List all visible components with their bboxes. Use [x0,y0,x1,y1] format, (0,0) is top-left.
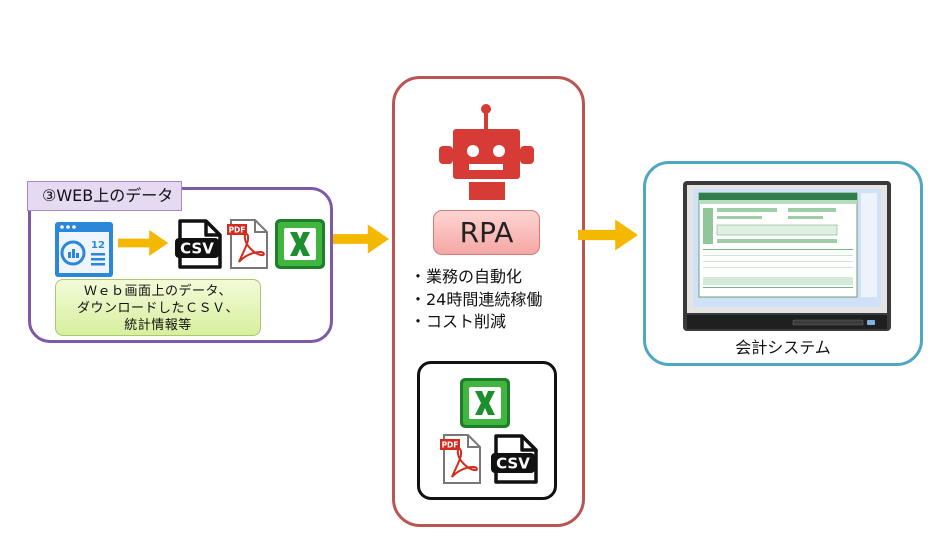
arrow-right-icon [118,228,170,258]
robot-icon [433,103,540,206]
csv-file-icon [174,218,224,270]
pdf-file-icon [227,218,269,270]
arrow-right-icon [578,217,640,253]
web-data-title: ③WEB上のデータ [27,181,182,211]
csv-file-icon [490,433,540,485]
arrow-right-icon [333,222,391,256]
excel-file-icon [274,218,326,270]
rpa-label: RPA [433,210,540,255]
rpa-feature-item: ・業務の自動化 [410,267,523,286]
web-data-description: Ｗｅｂ画面上のデータ、 ダウンロードしたＣＳＶ、 統計情報等 [55,279,261,336]
rpa-feature-item: ・コスト削減 [410,312,507,331]
accounting-system-label: 会計システム [735,338,831,357]
excel-file-icon [459,377,511,429]
rpa-feature-list: ・業務の自動化 ・24時間連続稼働 ・コスト削減 [410,266,580,334]
pdf-file-icon [440,433,482,485]
monitor-icon [683,181,891,333]
rpa-feature-item: ・24時間連続稼働 [410,289,543,309]
svg-text:12: 12 [91,240,105,251]
web-dashboard-icon: 12 [55,222,113,277]
